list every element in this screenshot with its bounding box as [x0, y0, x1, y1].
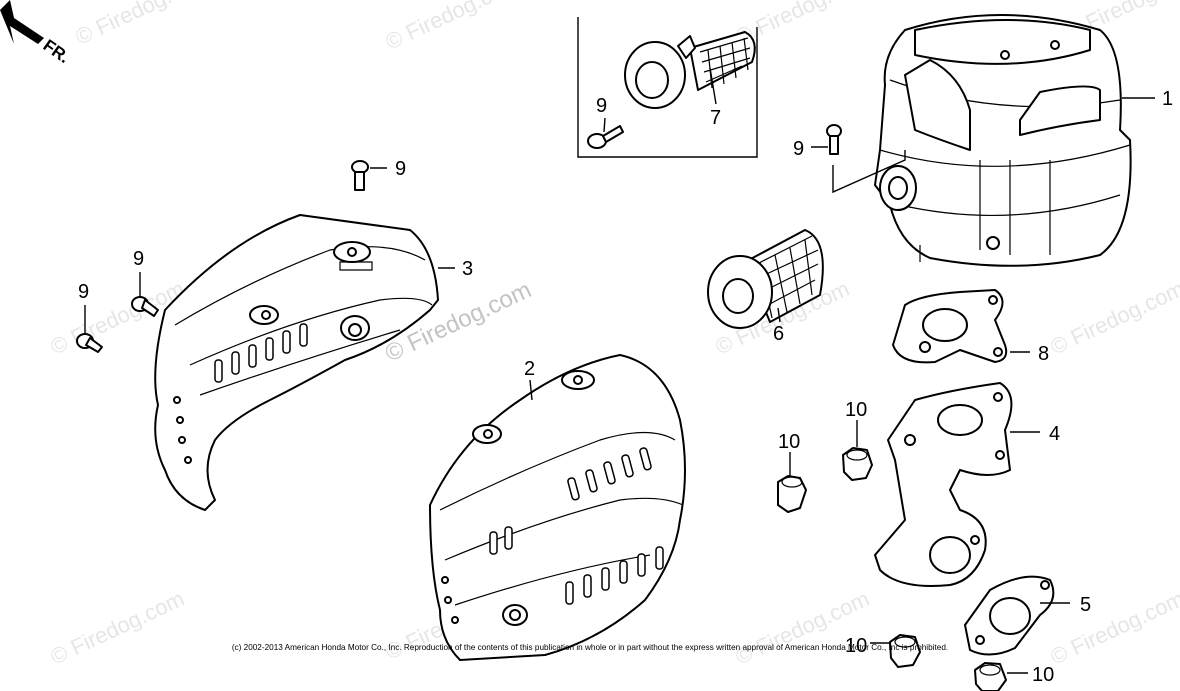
- callout-9: 9: [78, 281, 89, 303]
- front-direction-indicator: FR.: [0, 0, 73, 67]
- part-9-screw: [351, 160, 387, 191]
- callout-7: 7: [710, 107, 721, 129]
- part-4-exhaust-pipe: [874, 382, 1040, 587]
- callout-10: 10: [845, 399, 867, 421]
- part-10-nut: [777, 452, 807, 513]
- callout-9: 9: [596, 95, 607, 117]
- callout-9: 9: [133, 248, 144, 270]
- part-5-gasket: [964, 575, 1070, 656]
- part-1-muffler: [874, 14, 1155, 267]
- callout-2: 2: [524, 358, 535, 380]
- watermark: © Firedog.com: [382, 0, 524, 55]
- part-10-nut: [842, 420, 873, 481]
- part-3-muffler-cover: [154, 214, 455, 511]
- callout-4: 4: [1049, 423, 1060, 445]
- inset-border: [577, 17, 758, 158]
- part-2-muffler-protector: [429, 354, 686, 661]
- watermark: © Firedog.com: [47, 586, 189, 670]
- callout-labels: 1 2 3 4 5 6 7 8 9 9 9 9 9 10 10 10 10: [78, 88, 1173, 686]
- part-7-spark-arrester: [624, 31, 756, 109]
- part-9-screw: [811, 124, 906, 194]
- part-10-nut: [870, 634, 921, 668]
- watermark: © Firedog.com: [1047, 586, 1180, 670]
- callout-5: 5: [1080, 594, 1091, 616]
- callout-6: 6: [773, 323, 784, 345]
- front-label: FR.: [40, 36, 73, 67]
- part-9-screw: [76, 305, 103, 353]
- watermark: © Firedog.com: [1047, 276, 1180, 360]
- part-9-screw: [587, 125, 624, 149]
- callout-9: 9: [793, 138, 804, 160]
- part-10-nut: [974, 662, 1028, 691]
- part-9-screw: [131, 272, 159, 317]
- copyright-notice: (c) 2002-2013 American Honda Motor Co., …: [232, 643, 948, 652]
- callout-3: 3: [462, 258, 473, 280]
- callout-9: 9: [395, 158, 406, 180]
- part-6-spark-screen: [707, 229, 824, 329]
- part-8-gasket: [892, 289, 1030, 364]
- callout-10: 10: [1032, 664, 1054, 686]
- callout-8: 8: [1038, 343, 1049, 365]
- front-arrow-icon: [0, 0, 44, 44]
- inset-box: [577, 17, 758, 158]
- callout-10: 10: [778, 431, 800, 453]
- callout-1: 1: [1162, 88, 1173, 110]
- callout-10: 10: [845, 635, 867, 657]
- watermark: © Firedog.com: [72, 0, 214, 50]
